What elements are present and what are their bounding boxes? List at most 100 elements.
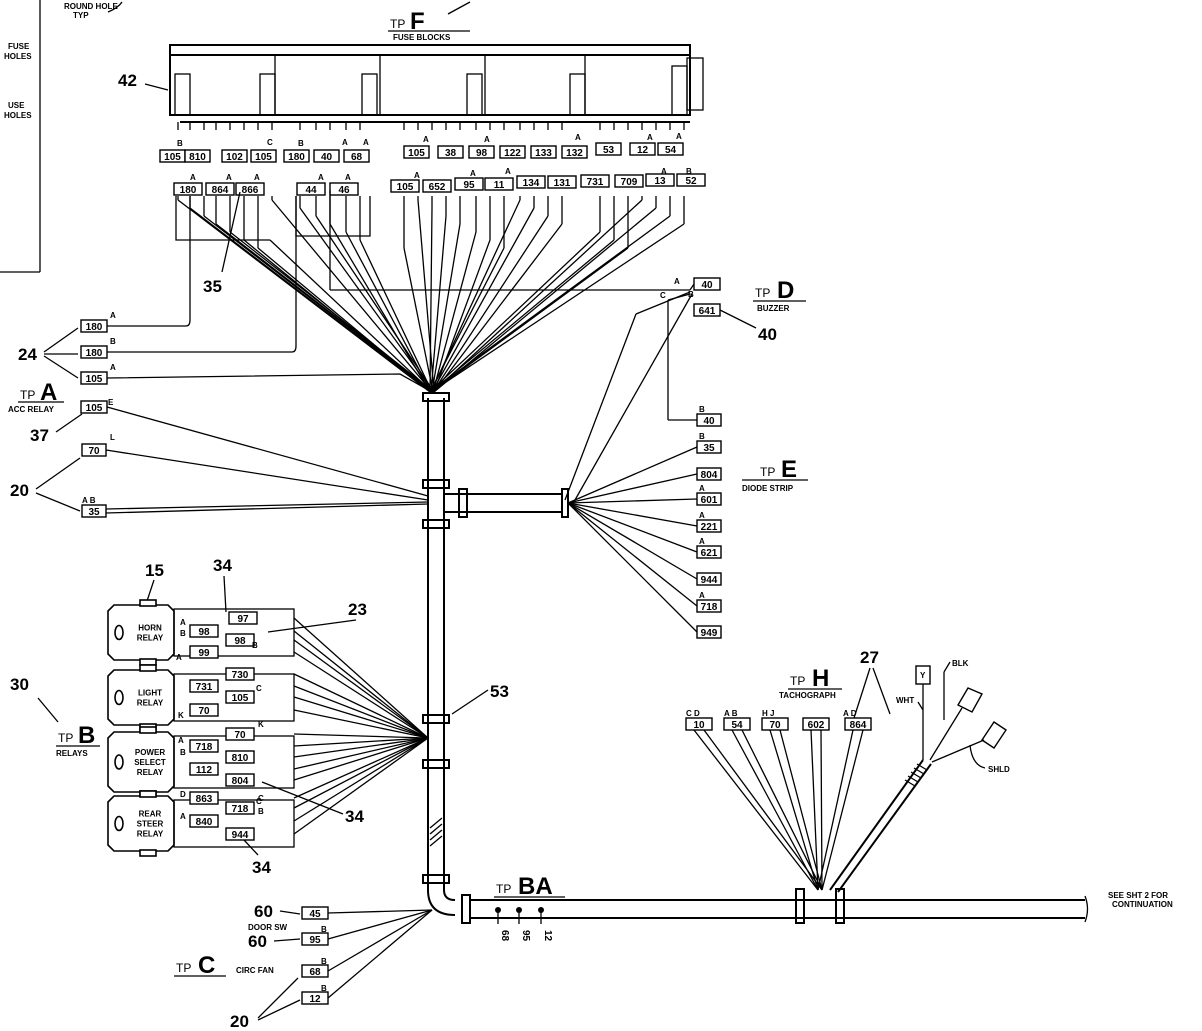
tacho-wire-4-label: 864 (850, 720, 867, 731)
diode-pin-0: B (699, 432, 705, 441)
fuse-r1-wire-13-label: 53 (603, 145, 615, 156)
callout-53: 53 (490, 682, 509, 701)
relay-rear-pin-2: A (180, 812, 186, 821)
diode-wire-5: 944 (696, 572, 722, 586)
tp-c-wire-0-label: 45 (309, 909, 321, 920)
door-sw-label: DOOR SW (248, 923, 288, 932)
svg-text:C: C (267, 138, 273, 147)
tp-a-wire-2: 105 (80, 371, 108, 385)
relay-horn-wire-3: 99 (189, 645, 219, 659)
relay-horn-wire-1-box (189, 624, 219, 638)
tacho-wire-2-box (761, 717, 789, 731)
tacho-pin-2: H J (762, 709, 774, 718)
relay-horn-pin-0: A (180, 618, 186, 627)
w20-35-pins: A B (82, 496, 96, 505)
relay-light-wire-3: 70 (189, 703, 219, 717)
relay-power-wire-0: 70 (225, 727, 255, 741)
tp-ba-prefix: TP (496, 882, 511, 896)
d40-box (696, 413, 722, 427)
tacho-wire-3-box (802, 717, 830, 731)
fuse-r2-wire-1-label: 864 (212, 185, 229, 196)
callout-24: 24 (18, 345, 37, 364)
fuse-r1-wire-1-box (184, 149, 211, 163)
terminal-flag-1 (957, 687, 983, 713)
diode-wire-4: 621 (696, 545, 722, 559)
relay-light-wire-1-label: 731 (196, 682, 213, 693)
relay-stack: HORNRELAYLIGHTRELAYPOWERSELECTRELAYREARS… (107, 599, 429, 857)
fuse-r2-wire-5: 105 (390, 179, 420, 193)
fuse-block-wires (175, 122, 685, 393)
fuse-r1-wire-5-label: 40 (321, 152, 333, 163)
diode-wire-1-label: 804 (701, 470, 718, 481)
relay-rear-wire-3-box (225, 827, 255, 841)
relay-horn-pin-2: B (252, 641, 258, 650)
tp-a-wire-2-label: 105 (86, 374, 103, 385)
acc-pin: E (108, 398, 114, 407)
relay-horn-wire-1-label: 98 (198, 627, 210, 638)
d40-pin: B (699, 405, 705, 414)
svg-text:A: A (254, 173, 260, 182)
fuse-r1-wire-2: 102 (221, 149, 248, 163)
relay-light-wire-0-box (225, 667, 255, 681)
fuse-r2-wire-3: 44 (296, 182, 326, 196)
relay-rear-wire-2: 840 (189, 814, 219, 828)
fuse-r2-wire-5-box (390, 179, 420, 193)
relay-rear-wire-0: 863 (189, 791, 219, 805)
relay-light-wire-2: 105 (225, 690, 255, 704)
relay-rear-wire-3: 944 (225, 827, 255, 841)
tp-c-wire-1: 95 (301, 932, 329, 946)
buzzer-wire-641: 641 (699, 306, 716, 317)
svg-text:A: A (470, 169, 476, 178)
relay-power-line1: POWER (135, 748, 165, 757)
fuse-r1-wire-1-label: 810 (189, 152, 206, 163)
fuse-r2-wire-11-label: 731 (587, 177, 604, 188)
fuse-r2-wire-11: 731 (580, 174, 610, 188)
diode-wire-1: 804 (696, 467, 722, 481)
tp-f-letter: F (410, 8, 425, 35)
relay-power-wire-4-box (225, 773, 255, 787)
tp-c-wire-3-label: 12 (309, 994, 321, 1005)
fuse-row-2-pins: A A A A A A A A A B (190, 167, 692, 182)
diode-pin-6: A (699, 591, 705, 600)
relay-light-wire-0-label: 730 (232, 670, 249, 681)
relay-power-wire-0-box (225, 727, 255, 741)
tp-a-wire-0: 180 (80, 319, 108, 333)
fuse-r2-wire-2: 866 (235, 182, 265, 196)
w20-70-box (81, 443, 107, 457)
callout-35: 35 (203, 277, 222, 296)
tp-c-prefix: TP (176, 961, 191, 975)
fuse-r1-wire-15: 54 (657, 142, 684, 156)
tp-b-letter: B (78, 722, 95, 749)
relay-rear-line1: REAR (139, 810, 162, 819)
relay-rear-wire-0-box (189, 791, 219, 805)
fuse-r1-wire-15-label: 54 (665, 145, 677, 156)
callout-60-top: 60 (254, 902, 273, 921)
tp-e-desc: DIODE STRIP (742, 484, 794, 493)
diode-wire-4-label: 621 (701, 548, 718, 559)
tp-c-pin-1: B (321, 957, 327, 966)
tacho-pin-3: A D (843, 709, 857, 718)
relay-power-wire-3-label: 112 (196, 765, 213, 776)
relay-power-wire-3-box (189, 762, 219, 776)
relay-horn-wire-2-label: 98 (234, 636, 246, 647)
continuation-line2: CONTINUATION (1112, 900, 1173, 909)
fuse-r1-wire-10-label: 122 (504, 148, 521, 159)
fuse-r1-wire-11: 133 (530, 145, 557, 159)
relay-light-wire-2-label: 105 (232, 693, 249, 704)
top-left-legend: ROUND HOLE TYP FUSE HOLES USE HOLES (0, 0, 123, 273)
tp-ba-letter: BA (518, 873, 553, 900)
fuse-r1-wire-10-box (499, 145, 526, 159)
fuse-r2-wire-13-box (645, 173, 675, 187)
svg-text:A: A (414, 171, 420, 180)
relay-power-wire-1: 718 (189, 739, 219, 753)
callout-42: 42 (118, 71, 137, 90)
fuse-r2-wire-3-box (296, 182, 326, 196)
tacho-wire-2: 70 (761, 717, 789, 731)
relay-horn-wire-3-box (189, 645, 219, 659)
relay-rear-line2: STEER (137, 820, 164, 829)
fuse-r1-wire-9-label: 98 (476, 148, 488, 159)
fuse-r1-wire-12-label: 132 (566, 148, 583, 159)
